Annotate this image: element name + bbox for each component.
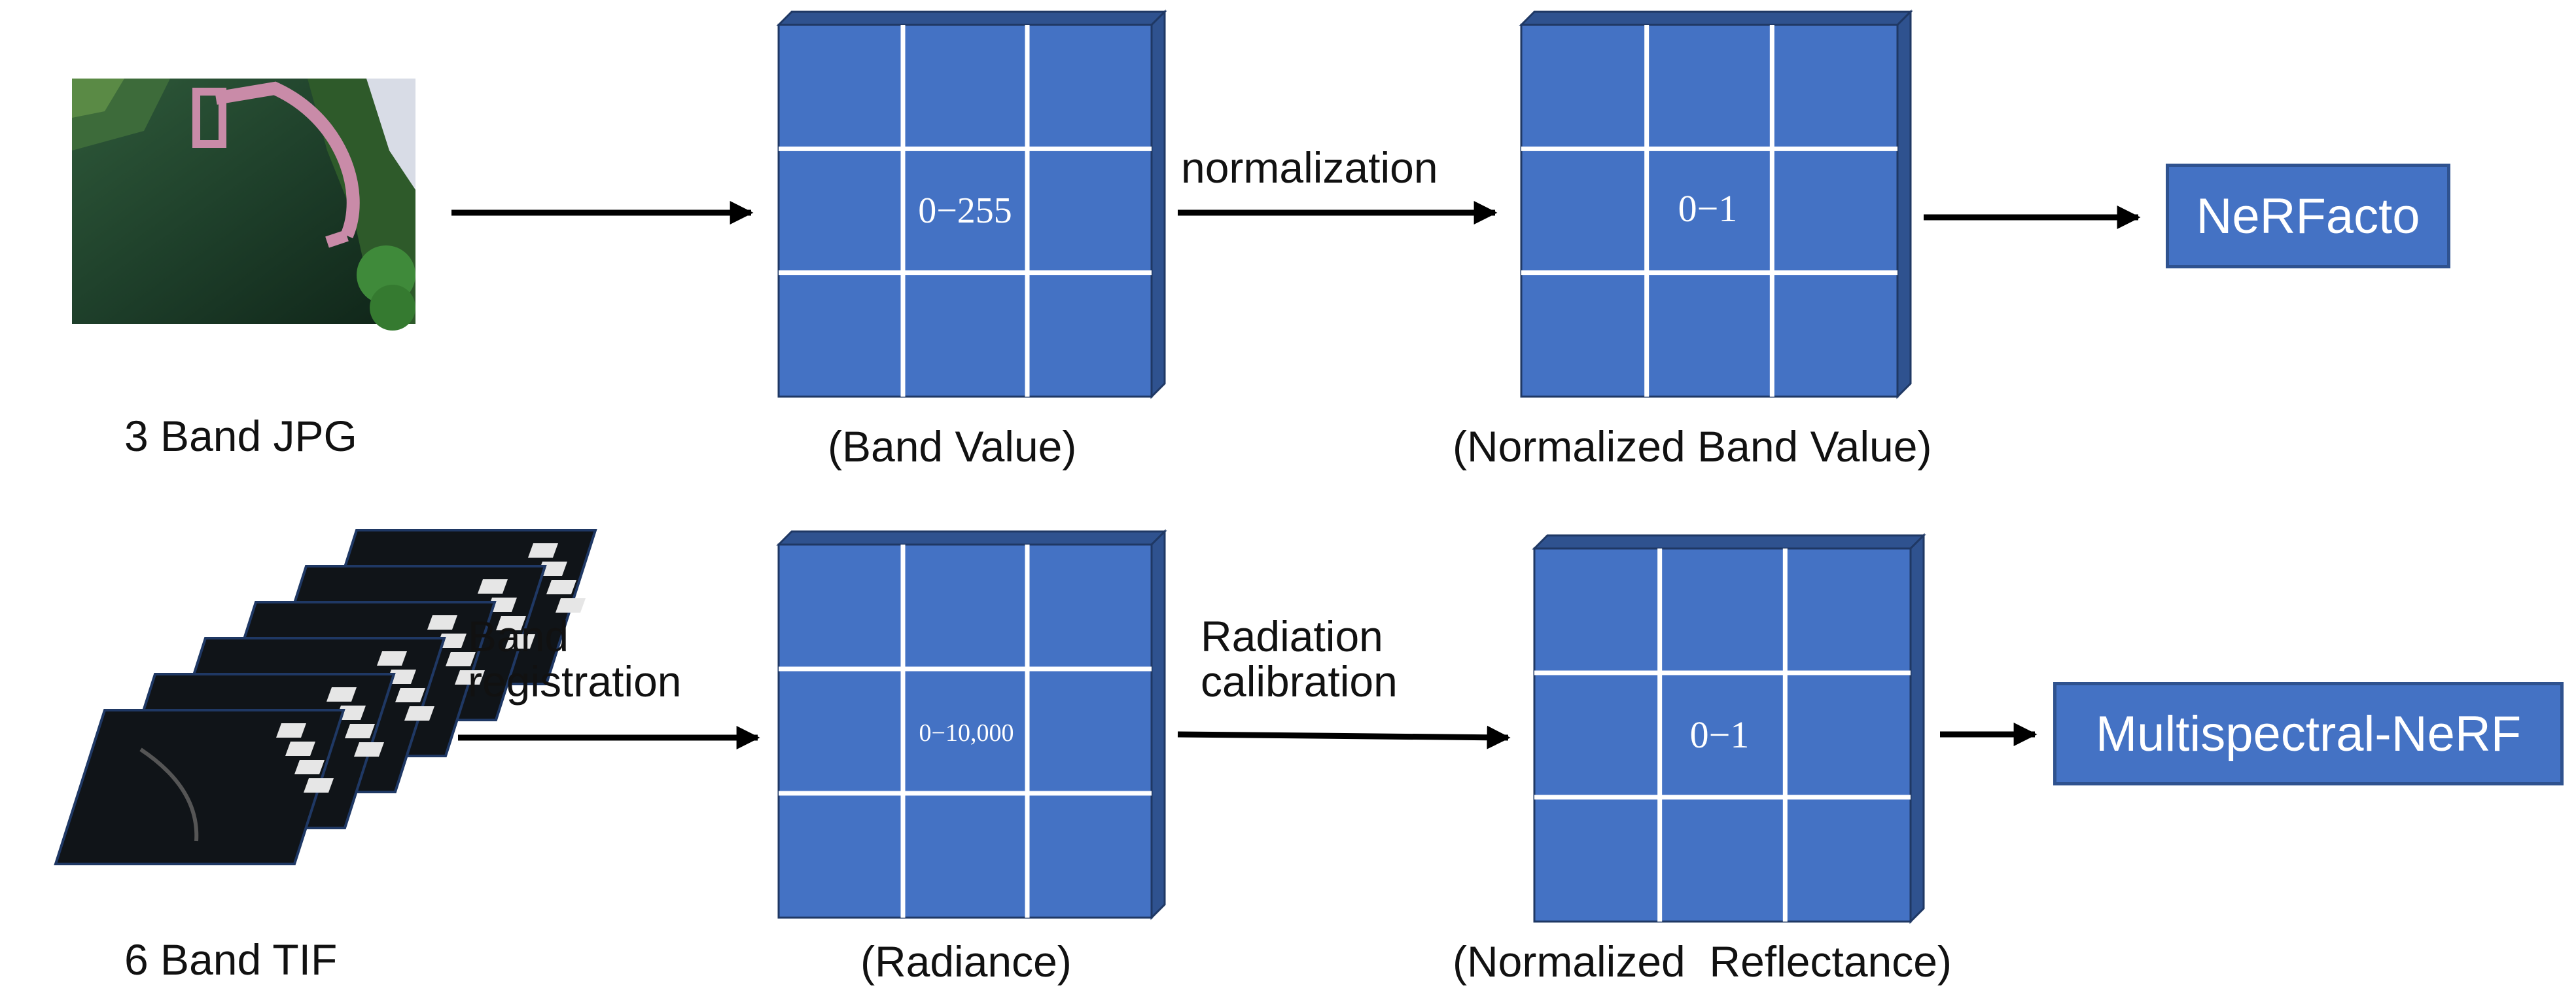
step-label-band-registration: Band registration	[468, 612, 682, 706]
grid-side-face	[1896, 9, 1912, 399]
input-label-tif: 6 Band TIF	[124, 935, 338, 984]
band-value-grid	[776, 9, 1167, 399]
output-multispectral-nerf: Multispectral-NeRF	[2053, 682, 2564, 785]
grid-caption-normalized-reflectance: (Normalized Reflectance)	[1453, 937, 1952, 986]
grid-top-face	[1532, 534, 1926, 550]
grid-value-normalized-reflectance: 0−1	[1690, 713, 1750, 756]
grid-caption-radiance: (Radiance)	[860, 937, 1072, 986]
output-nerfacto: NeRFacto	[2166, 164, 2450, 268]
grid-side-face	[1150, 9, 1166, 399]
grid-top-face	[776, 530, 1167, 546]
grid-value-band: 0−255	[918, 190, 1012, 231]
aerial-photo-jpg	[72, 79, 415, 331]
grid-top-face	[1519, 10, 1913, 26]
grid-front-face	[1533, 547, 1912, 923]
grid-value-radiance: 0−10,000	[919, 719, 1014, 747]
grid-front-face	[777, 24, 1153, 398]
grid-side-face	[1909, 533, 1925, 924]
normalized-band-value-grid	[1519, 9, 1913, 399]
grid-caption-band-value: (Band Value)	[828, 422, 1077, 471]
input-label-jpg: 3 Band JPG	[124, 412, 357, 460]
step-label-normalization: normalization	[1181, 143, 1438, 192]
normalized-reflectance-grid	[1532, 533, 1926, 924]
radiance-grid	[776, 529, 1167, 920]
grid-front-face	[777, 543, 1153, 919]
grid-front-face	[1520, 24, 1899, 398]
step-label-radiation-calibration: Radiation calibration	[1201, 612, 1398, 706]
band-image-stack	[54, 529, 597, 865]
grid-side-face	[1150, 529, 1166, 920]
band-image-layer	[54, 709, 345, 865]
grid-value-normalized-band: 0−1	[1678, 187, 1738, 230]
arrow-radiation-calibration	[1177, 725, 1511, 749]
grid-caption-normalized-band-value: (Normalized Band Value)	[1453, 422, 1932, 471]
grid-top-face	[776, 10, 1167, 26]
